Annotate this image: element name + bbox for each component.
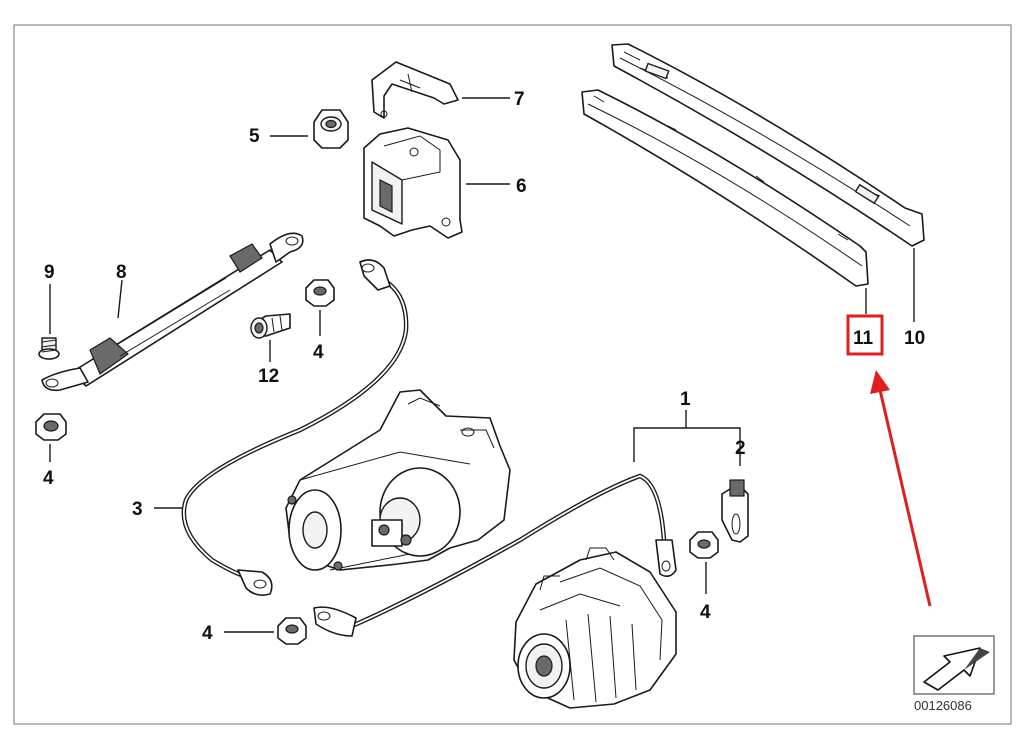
catalog-code: 00126086 <box>914 698 972 713</box>
label-12: 12 <box>258 366 279 387</box>
nut-part-4-right[interactable] <box>689 531 719 559</box>
ground-strap-part-8[interactable] <box>41 232 304 392</box>
label-2: 2 <box>735 438 746 459</box>
starter-motor <box>285 389 511 571</box>
label-4-bottom: 4 <box>202 623 213 644</box>
label-4-upper: 4 <box>313 342 324 363</box>
cable-part-3[interactable] <box>181 259 409 596</box>
label-1: 1 <box>680 389 691 410</box>
bracket-cap-part-7[interactable] <box>371 61 459 119</box>
nut-part-4-upper[interactable] <box>305 279 335 307</box>
cable-part-1[interactable] <box>313 473 677 637</box>
label-4-right: 4 <box>700 602 711 623</box>
label-11: 11 <box>853 328 874 349</box>
label-9: 9 <box>44 262 55 283</box>
alternator <box>513 547 677 709</box>
rail-part-10[interactable] <box>611 43 925 247</box>
diagram-frame <box>13 24 1012 725</box>
bolt-part-9[interactable] <box>38 337 60 360</box>
rail-part-11[interactable] <box>581 89 869 287</box>
highlight-box-11 <box>846 314 884 356</box>
label-3: 3 <box>132 499 143 520</box>
terminal-holder-part-6[interactable] <box>363 127 463 239</box>
nut-part-4-bottom[interactable] <box>277 617 307 645</box>
label-10: 10 <box>904 328 925 349</box>
nut-part-5[interactable] <box>313 109 349 149</box>
highlight-arrow <box>870 370 932 607</box>
nut-part-4-left[interactable] <box>35 413 67 441</box>
cap-part-2[interactable] <box>721 479 749 543</box>
bolt-part-12[interactable] <box>250 313 291 339</box>
label-6: 6 <box>516 176 527 197</box>
direction-arrow-icon <box>913 635 995 695</box>
label-7: 7 <box>514 89 525 110</box>
label-4-left: 4 <box>43 468 54 489</box>
leader-1 <box>633 410 741 466</box>
leader-8 <box>117 279 123 319</box>
label-8: 8 <box>116 262 127 283</box>
label-5: 5 <box>249 126 260 147</box>
